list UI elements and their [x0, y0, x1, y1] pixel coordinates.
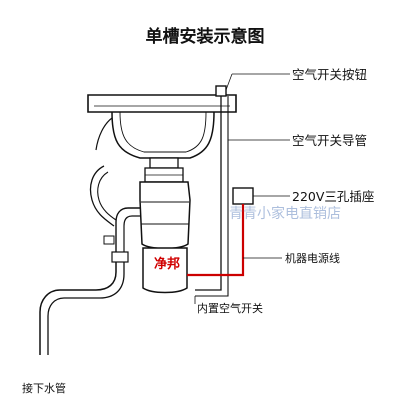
- air-switch-button-leader: [225, 73, 233, 91]
- air-switch-button: [215, 85, 227, 97]
- air-switch-tube: [195, 96, 222, 291]
- watermark: 青青小家电直销店: [229, 205, 341, 222]
- power-cord: [187, 204, 245, 277]
- air-switch-tube-outer: [195, 96, 229, 297]
- socket-220v: [232, 187, 254, 205]
- label-builtin-air-switch: 内置空气开关: [197, 301, 263, 315]
- sink-bowl: [111, 111, 215, 159]
- brand-label: 净邦: [154, 256, 180, 272]
- disposer-motor-base: [142, 247, 188, 294]
- disposer-flange: [149, 157, 179, 169]
- drain-elbow: [115, 207, 140, 252]
- label-air-switch-tube: 空气开关导管: [292, 133, 367, 148]
- trap-coupling: [111, 251, 129, 263]
- disposer-body: [139, 181, 191, 250]
- label-power-cord: 机器电源线: [285, 251, 340, 265]
- label-socket: 220V三孔插座: [292, 189, 374, 204]
- sink-bracket: [95, 117, 113, 151]
- drain-pipe: [39, 262, 117, 355]
- label-air-switch-button: 空气开关按钮: [292, 67, 367, 82]
- label-drain-pipe: 接下水管: [22, 381, 66, 395]
- diagram-title: 单槽安装示意图: [146, 26, 265, 47]
- sink-bowl-inner: [119, 111, 207, 153]
- trap-nut: [103, 235, 115, 245]
- countertop: [87, 94, 237, 113]
- hose-loop: [89, 165, 115, 227]
- drain-elbow-inner: [123, 215, 140, 252]
- drain-pipe-inner: [47, 262, 125, 355]
- hose-loop-inner: [97, 171, 117, 221]
